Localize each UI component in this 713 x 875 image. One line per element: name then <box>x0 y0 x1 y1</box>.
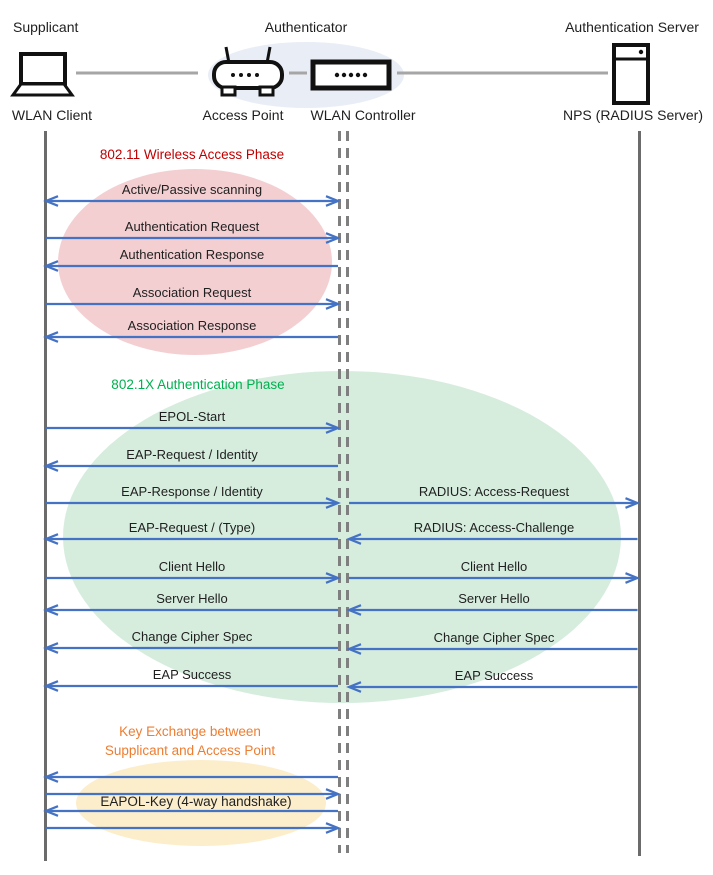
phase-ellipses <box>58 42 621 846</box>
access-point-icon <box>212 46 284 97</box>
message-label: Association Response <box>127 318 257 333</box>
arrowhead-left-icon <box>43 260 59 272</box>
lifelines <box>44 131 641 861</box>
message-label: Server Hello <box>458 591 530 606</box>
message-label: Change Cipher Spec <box>131 629 253 644</box>
message-label: Client Hello <box>460 559 528 574</box>
arrowhead-left-icon <box>43 533 59 545</box>
device-label-wlan-client: WLAN Client <box>11 107 93 123</box>
message-label: EAP Success <box>152 667 232 682</box>
device-label-wlan-controller: WLAN Controller <box>310 107 416 123</box>
message-label: Active/Passive scanning <box>121 182 263 197</box>
arrowhead-right-icon <box>325 822 341 834</box>
phase1-ellipse <box>58 169 332 355</box>
message-label: RADIUS: Access-Request <box>418 484 570 499</box>
authenticator-ellipse <box>208 42 404 108</box>
phase1-title: 802.11 Wireless Access Phase <box>99 147 285 162</box>
message-label: Client Hello <box>158 559 226 574</box>
arrowhead-right-icon <box>625 572 641 584</box>
message-label: Authentication Request <box>124 219 260 234</box>
arrowhead-right-icon <box>325 232 341 244</box>
message-label: Change Cipher Spec <box>433 630 555 645</box>
message-arrows <box>43 195 641 834</box>
arrowhead-left-icon <box>43 604 59 616</box>
laptop-icon <box>10 52 75 97</box>
server-icon <box>612 43 650 105</box>
phase2-title: 802.1X Authentication Phase <box>111 377 285 392</box>
device-label-radius-server: NPS (RADIUS Server) <box>562 107 704 123</box>
message-label: EAP Success <box>454 668 534 683</box>
arrowhead-right-icon <box>325 572 341 584</box>
actor-label-authentication-server: Authentication Server <box>565 19 699 35</box>
message-label: EAP-Response / Identity <box>121 484 263 499</box>
wlan-controller-icon <box>310 59 392 91</box>
arrowhead-left-icon <box>346 643 362 655</box>
arrowhead-right-icon <box>325 497 341 509</box>
message-label: Server Hello <box>156 591 228 606</box>
actor-label-authenticator: Authenticator <box>264 19 348 35</box>
phase3-ellipse <box>76 760 326 846</box>
arrowhead-left-icon <box>43 771 59 783</box>
arrowhead-left-icon <box>43 460 59 472</box>
arrowhead-left-icon <box>346 681 362 693</box>
arrowhead-right-icon <box>325 422 341 434</box>
arrowhead-left-icon <box>346 533 362 545</box>
message-label: Association Request <box>132 285 252 300</box>
message-label: EAP-Request / (Type) <box>128 520 256 535</box>
arrowhead-left-icon <box>346 604 362 616</box>
arrowhead-left-icon <box>43 331 59 343</box>
message-label: Authentication Response <box>119 247 265 262</box>
phase2-ellipse <box>63 371 621 703</box>
arrowhead-left-icon <box>43 642 59 654</box>
arrowhead-left-icon <box>43 195 59 207</box>
device-icons <box>10 43 650 105</box>
actor-label-supplicant: Supplicant <box>13 19 79 35</box>
phase3-title-line2: Supplicant and Access Point <box>104 743 276 758</box>
phase3-title-line1: Key Exchange between <box>119 724 261 739</box>
message-label: RADIUS: Access-Challenge <box>413 520 575 535</box>
message-label: EPOL-Start <box>158 409 226 424</box>
arrowhead-left-icon <box>43 680 59 692</box>
arrowhead-left-icon <box>43 805 59 817</box>
arrowhead-right-icon <box>625 497 641 509</box>
arrowhead-right-icon <box>325 298 341 310</box>
arrowhead-right-icon <box>325 788 341 800</box>
arrowhead-right-icon <box>325 195 341 207</box>
phase3-title: Key Exchange between Supplicant and Acce… <box>105 722 275 760</box>
handshake-label: EAPOL-Key (4-way handshake) <box>100 794 292 809</box>
device-label-access-point: Access Point <box>202 107 284 123</box>
message-label: EAP-Request / Identity <box>126 447 258 462</box>
